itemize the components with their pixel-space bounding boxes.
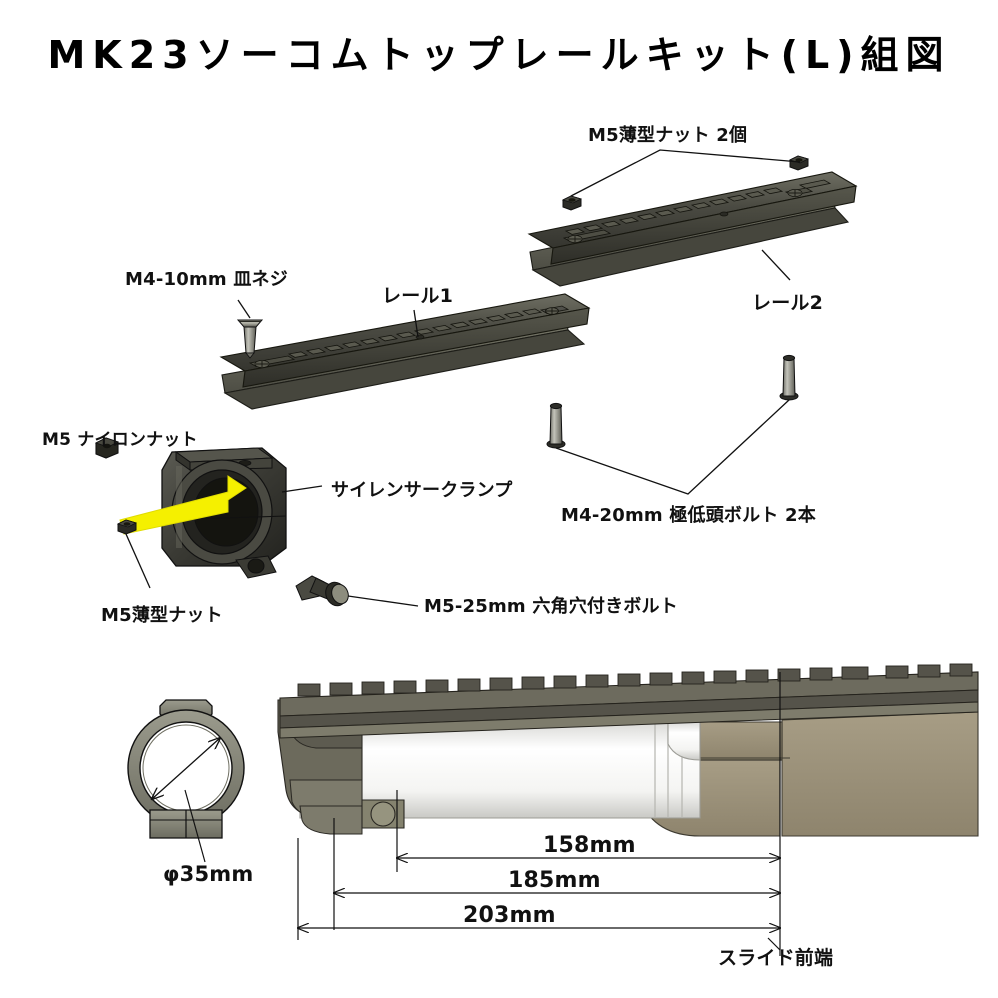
label-m4-20mm-lowhead-bolt: M4-20mm 極低頭ボルト 2本 [561,505,816,526]
m5-25mm-hexsocket-bolt [295,575,349,607]
label-rail1: レール1 [382,285,454,307]
label-dimension-185mm: 185mm [508,868,601,893]
m5-thin-nut-b [788,155,810,171]
m5-thin-nut-c [116,519,138,535]
rail2-part [527,171,858,287]
label-m4-10mm-flathead: M4-10mm 皿ネジ [125,269,288,290]
m4-10mm-flathead-screw [236,319,264,359]
m5-thin-nut-a [561,195,583,211]
label-diameter-35mm: φ35mm [163,862,254,886]
label-m5-nylon-nut: M5 ナイロンナット [42,430,198,450]
silencer-clamp-part [161,447,287,579]
label-m5-thin-nut-2: M5薄型ナット 2個 [588,125,748,146]
rail1-part [219,293,591,410]
label-slide-front-end: スライド前端 [718,947,834,969]
label-silencer-clamp: サイレンサークランプ [331,480,513,501]
label-m5-thin-nut: M5薄型ナット [101,605,223,626]
label-rail2: レール2 [752,292,824,314]
label-m5-25mm-hexsocket-bolt: M5-25mm 六角穴付きボルト [424,596,678,617]
m4-20mm-lowhead-bolt-left [546,402,566,449]
assembly-direction-arrow [119,475,247,535]
clamp-ring-front-view [127,699,245,863]
label-dimension-158mm: 158mm [543,833,636,858]
assembly-side-view [277,663,979,837]
m4-20mm-lowhead-bolt-right [779,354,799,401]
page-title: MK23ソーコムトップレールキット(L)組図 [47,33,951,77]
label-dimension-203mm: 203mm [463,903,556,928]
